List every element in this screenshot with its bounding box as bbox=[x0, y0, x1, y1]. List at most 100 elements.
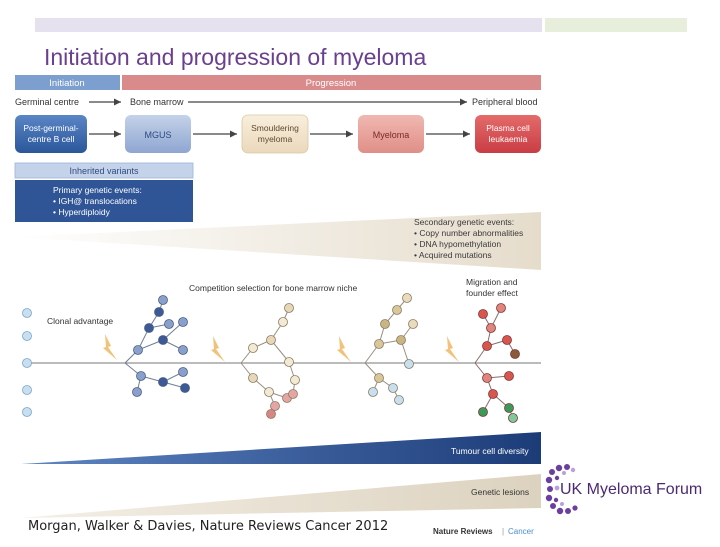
cell-dot bbox=[508, 413, 518, 423]
cell-dot bbox=[178, 367, 188, 377]
primary-events-title: Primary genetic events: bbox=[53, 185, 142, 195]
clone-tree-2-cells bbox=[248, 303, 300, 419]
cell-dot bbox=[486, 323, 496, 333]
genetic-lesions-label: Genetic lesions bbox=[471, 487, 529, 497]
cell-dot bbox=[284, 303, 294, 313]
cell-dot bbox=[374, 339, 384, 349]
top-accent-bar-left bbox=[35, 18, 542, 32]
stage-smouldering-myeloma bbox=[241, 114, 309, 154]
stage-smouldering-label-1: Smouldering bbox=[251, 123, 299, 133]
stage-b-cell-label-2: centre B cell bbox=[28, 134, 75, 144]
stage-myeloma-label: Myeloma bbox=[373, 130, 410, 140]
migration-label-2: founder effect bbox=[466, 288, 518, 298]
journal-name: Nature Reviews bbox=[433, 527, 493, 536]
primary-event-item: • IGH@ translocations bbox=[53, 196, 137, 206]
cell-dot bbox=[158, 335, 168, 345]
myeloma-figure: Initiation Progression Germinal centre B… bbox=[13, 72, 543, 542]
cell-dot bbox=[488, 389, 498, 399]
lightning-bolt-icon bbox=[445, 336, 459, 362]
cell-dot bbox=[270, 401, 280, 411]
cell-dot bbox=[388, 383, 398, 393]
cell-dot bbox=[368, 387, 378, 397]
cell-dot bbox=[478, 407, 488, 417]
genetic-lesions-wedge bbox=[21, 474, 541, 518]
cell-dot bbox=[396, 335, 406, 345]
initiation-header-bar bbox=[15, 75, 120, 90]
slide-title: Initiation and progression of myeloma bbox=[44, 44, 427, 70]
lightning-bolt-icon bbox=[103, 334, 117, 360]
cell-dot bbox=[478, 309, 488, 319]
cell-dot bbox=[133, 345, 143, 355]
cell-dot bbox=[496, 303, 506, 313]
cell-dot bbox=[22, 358, 32, 368]
secondary-events-title: Secondary genetic events: bbox=[414, 217, 514, 227]
cell-dot bbox=[22, 407, 32, 417]
cell-dot bbox=[158, 377, 168, 387]
migration-label-1: Migration and bbox=[466, 277, 518, 287]
stage-smouldering-label-2: myeloma bbox=[258, 134, 293, 144]
tumour-diversity-label: Tumour cell diversity bbox=[451, 446, 529, 456]
cell-dot bbox=[404, 359, 414, 369]
progression-header-label: Progression bbox=[306, 78, 357, 89]
cell-dot bbox=[408, 319, 418, 329]
cell-dot bbox=[482, 373, 492, 383]
cell-dot bbox=[180, 383, 190, 393]
secondary-event-item: • Copy number abnormalities bbox=[414, 228, 523, 238]
journal-separator: | bbox=[502, 527, 504, 536]
uk-myeloma-forum-logo-icon bbox=[545, 464, 578, 515]
inherited-variants-box bbox=[14, 162, 194, 179]
primary-genetic-events-box bbox=[15, 180, 193, 222]
competition-label: Competition selection for bone marrow ni… bbox=[189, 283, 357, 293]
cell-dot bbox=[248, 343, 258, 353]
stage-post-germinal-b-cell bbox=[15, 115, 87, 153]
cell-dot bbox=[248, 373, 258, 383]
progression-header-bar bbox=[122, 75, 541, 90]
secondary-event-item: • DNA hypomethylation bbox=[414, 239, 501, 249]
cell-dot bbox=[502, 335, 512, 345]
cell-dot bbox=[178, 345, 188, 355]
cell-dot bbox=[22, 385, 32, 395]
cell-dot bbox=[22, 308, 32, 318]
cell-dot bbox=[402, 293, 412, 303]
cell-dot bbox=[482, 341, 492, 351]
cell-dot bbox=[380, 319, 390, 329]
cell-dot bbox=[290, 375, 300, 385]
journal-section: Cancer bbox=[508, 527, 534, 536]
secondary-event-item: • Acquired mutations bbox=[414, 250, 492, 260]
stage-pcl-label-2: leukaemia bbox=[489, 134, 528, 144]
cell-dot bbox=[266, 335, 276, 345]
top-accent-bar-right bbox=[545, 18, 687, 32]
cell-dot bbox=[284, 357, 294, 367]
location-peripheral-blood: Peripheral blood bbox=[472, 97, 538, 107]
citation-text: Morgan, Walker & Davies, Nature Reviews … bbox=[28, 519, 389, 534]
cell-dot bbox=[154, 307, 164, 317]
primary-event-item: • Hyperdiploidy bbox=[53, 207, 111, 217]
cell-dot bbox=[374, 373, 384, 383]
stage-myeloma bbox=[358, 115, 424, 153]
stage-plasma-cell-leukaemia bbox=[475, 115, 541, 153]
cell-dot bbox=[504, 371, 514, 381]
cell-dot bbox=[158, 295, 168, 305]
clonal-advantage-label: Clonal advantage bbox=[47, 316, 113, 326]
clone-tree-3 bbox=[364, 297, 414, 401]
cell-dot bbox=[510, 349, 520, 359]
location-germinal-centre: Germinal centre bbox=[15, 97, 79, 107]
clone-tree-3-cells bbox=[368, 293, 418, 405]
cell-dot bbox=[394, 395, 404, 405]
cell-dot bbox=[132, 387, 142, 397]
cell-dot bbox=[164, 319, 174, 329]
location-bone-marrow: Bone marrow bbox=[130, 97, 184, 107]
clone-tree-1-cells bbox=[132, 295, 190, 397]
tumour-diversity-wedge bbox=[21, 432, 541, 464]
lightning-bolt-icon bbox=[337, 336, 351, 362]
cell-dot bbox=[144, 323, 154, 333]
myeloma-diagram: Initiation Progression Germinal centre B… bbox=[14, 75, 541, 536]
inherited-variants-label: Inherited variants bbox=[69, 166, 139, 176]
stage-b-cell-label-1: Post-germinal- bbox=[23, 123, 78, 133]
stage-mgus bbox=[125, 115, 191, 153]
clone-tree-4-cells bbox=[478, 303, 520, 423]
cell-dot bbox=[278, 317, 288, 327]
cell-dot bbox=[266, 409, 276, 419]
cell-dot bbox=[22, 331, 32, 341]
cell-dot bbox=[136, 371, 146, 381]
